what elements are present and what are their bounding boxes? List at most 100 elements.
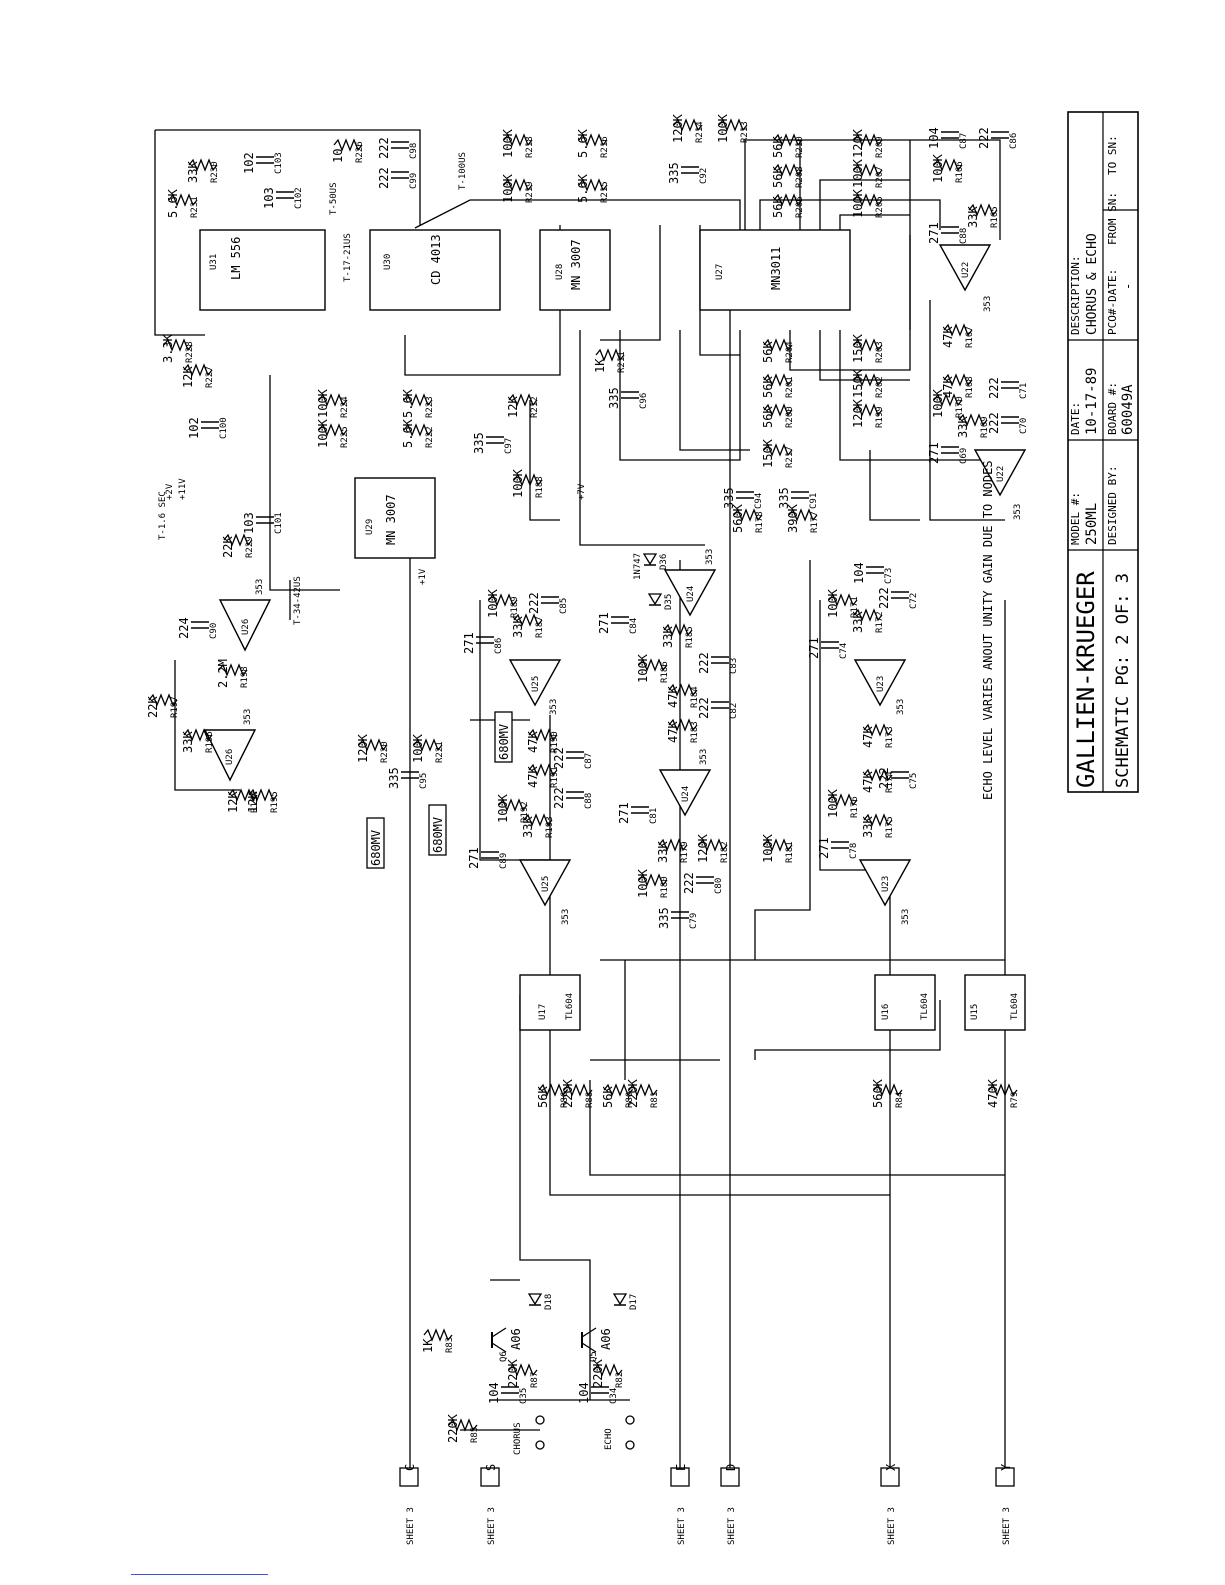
resistor-r218-ref: R218 [525, 136, 535, 158]
diode-d17-ref: D17 [629, 1294, 639, 1310]
ic-u30-ref: U30 [383, 254, 393, 270]
resistor-r230-value: 33K [186, 161, 200, 183]
capacitor-c34-value: 104 [577, 1382, 591, 1404]
capacitor-c90-value: 224 [177, 617, 191, 639]
resistor-r226-ref: R226 [355, 141, 365, 163]
resistor-r183-ref: R183 [690, 721, 700, 743]
resistor-r199-value: 120K [851, 398, 865, 428]
resistor-r170-ref: R170 [955, 396, 965, 418]
resistor-r229-value: 22K [221, 536, 235, 558]
resistor-r189-ref: R189 [510, 596, 520, 618]
level-680mv-b: 680MV [431, 817, 445, 853]
resistor-r214-ref: R214 [695, 121, 705, 143]
resistor-r82-value: 220K [591, 1358, 605, 1388]
opamp-u26-b-ref: U26 [225, 749, 235, 765]
offsheet-x: X SHEET 3 [880, 1463, 900, 1545]
resistor-r165-value: 33K [966, 206, 980, 228]
resistor-r181-value: 100K [761, 833, 775, 863]
resistor-r87-value: 220K [506, 1358, 520, 1388]
resistor-r168-value: 47K [941, 376, 955, 398]
transistor-q5-ref: Q5 [589, 1351, 599, 1362]
ic-u28: MN 3007 U28 [539, 229, 611, 311]
capacitor-c74-ref: C74 [839, 643, 849, 659]
ic-u29: MN 3007 U29 [354, 477, 436, 559]
resistor-r188-ref: R188 [535, 476, 545, 498]
resistor-r187-ref: R187 [535, 616, 545, 638]
resistor-r201-value: 56K [761, 376, 775, 398]
switch-echo-label: ECHO [604, 1428, 614, 1450]
capacitor-c74-value: 271 [807, 637, 821, 659]
resistor-r204-value: 56K [761, 341, 775, 363]
resistor-r188-value: 100K [511, 468, 525, 498]
resistor-r231-value: 5.6K [166, 188, 180, 218]
resistor-r84-value: 560K [871, 1078, 885, 1108]
company-name: GALLIEN-KRUEGER [1072, 571, 1100, 788]
diode-d17: D17 [612, 1293, 639, 1310]
resistor-r211-value: 1K [593, 358, 607, 373]
transistor-q6-ref: Q6 [499, 1351, 509, 1362]
offsheet-s-node: S [484, 1464, 498, 1471]
resistor-r86-ref: R86 [560, 1092, 570, 1108]
resistor-r88-value: 220K [561, 1078, 575, 1108]
level-680mv-c: 680MV [497, 724, 511, 760]
capacitor-c95-ref: C95 [419, 773, 429, 789]
resistor-r171-ref: R171 [850, 596, 860, 618]
capacitor-c95-value: 335 [387, 767, 401, 789]
capacitor-c92-value: 335 [667, 162, 681, 184]
resistor-r207-value: 100K [851, 158, 865, 188]
resistor-r177-ref: R177 [810, 511, 820, 533]
capacitor-c69-ref: C69 [959, 448, 969, 464]
resistor-r219-value: 100K [501, 173, 515, 203]
resistor-r172-ref: R172 [875, 611, 885, 633]
resistor-r183-value: 47K [666, 721, 680, 743]
resistor-r230: 33K R230 [186, 159, 220, 183]
capacitor-c88-value: 222 [552, 787, 566, 809]
transistor-q5-part: A06 [599, 1328, 613, 1350]
annotations: T-1.6 SEC T-34-42US T-17-21US T-50US T-1… [158, 152, 587, 869]
resistor-r85-value: 220K [446, 1413, 460, 1443]
capacitor-c70-value: 222 [987, 412, 1001, 434]
wiring [154, 129, 1006, 1475]
capacitor-c83-value: 222 [697, 652, 711, 674]
offsheet-c: C SHEET 3 [399, 1464, 419, 1545]
board-value: 60049A [1120, 384, 1136, 435]
capacitor-c84-ref: C84 [629, 618, 639, 634]
capacitor-c85-ref: C85 [559, 598, 569, 614]
capacitor-c92-ref: C92 [699, 168, 709, 184]
resistor-r201-ref: R201 [785, 376, 795, 398]
resistor-r230-ref: R230 [210, 161, 220, 183]
resistor-r185-ref: R185 [685, 626, 695, 648]
resistor-r166-value: 100K [931, 153, 945, 183]
capacitor-c83-ref: C83 [729, 658, 739, 674]
resistor-r175-value: 33K [861, 816, 875, 838]
offsheet-e-sheet: SHEET 3 [677, 1507, 687, 1545]
capacitor-c94-value: 335 [722, 487, 736, 509]
timing-t-50us: T-50US [329, 182, 339, 215]
capacitor-c69-value: 271 [927, 442, 941, 464]
capacitor-c85-value: 222 [527, 592, 541, 614]
voltage-plus-1v: +1V [418, 568, 428, 585]
resistor-r190-value: 47K [526, 731, 540, 753]
resistor-r209-value: 120K [851, 128, 865, 158]
resistor-r217-ref: R217 [785, 446, 795, 468]
